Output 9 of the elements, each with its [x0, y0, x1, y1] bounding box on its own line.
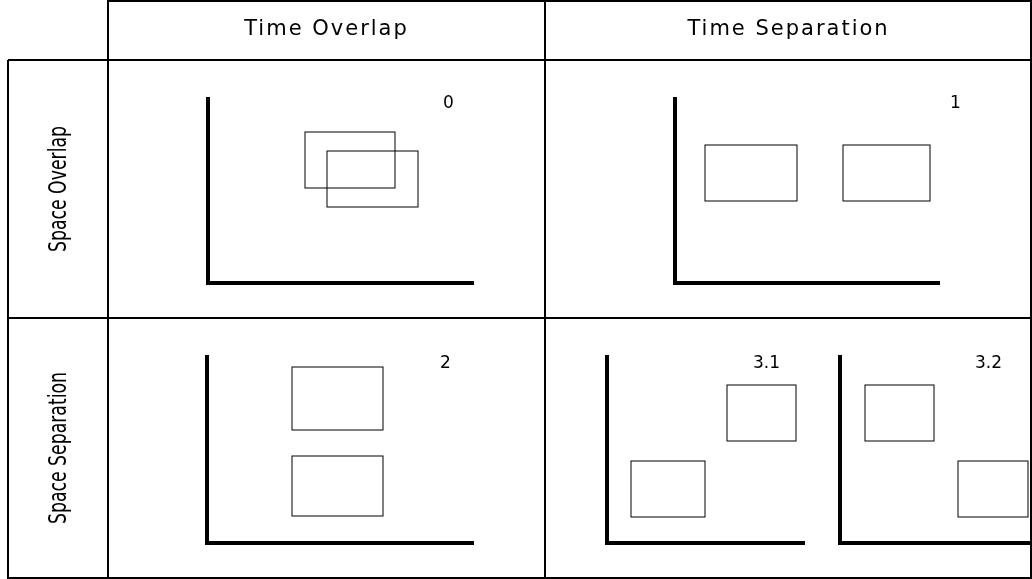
column-header: Time Separation [686, 16, 891, 40]
row-header: Space Separation [43, 370, 73, 527]
cell-number: 2 [440, 352, 451, 372]
cell-number: 3.1 [753, 352, 781, 372]
cell-number: 1 [950, 92, 961, 112]
row-header: Space Overlap [43, 124, 73, 255]
cell-number: 0 [443, 92, 454, 112]
cell-number: 3.2 [975, 352, 1003, 372]
column-header: Time Overlap [243, 16, 410, 40]
